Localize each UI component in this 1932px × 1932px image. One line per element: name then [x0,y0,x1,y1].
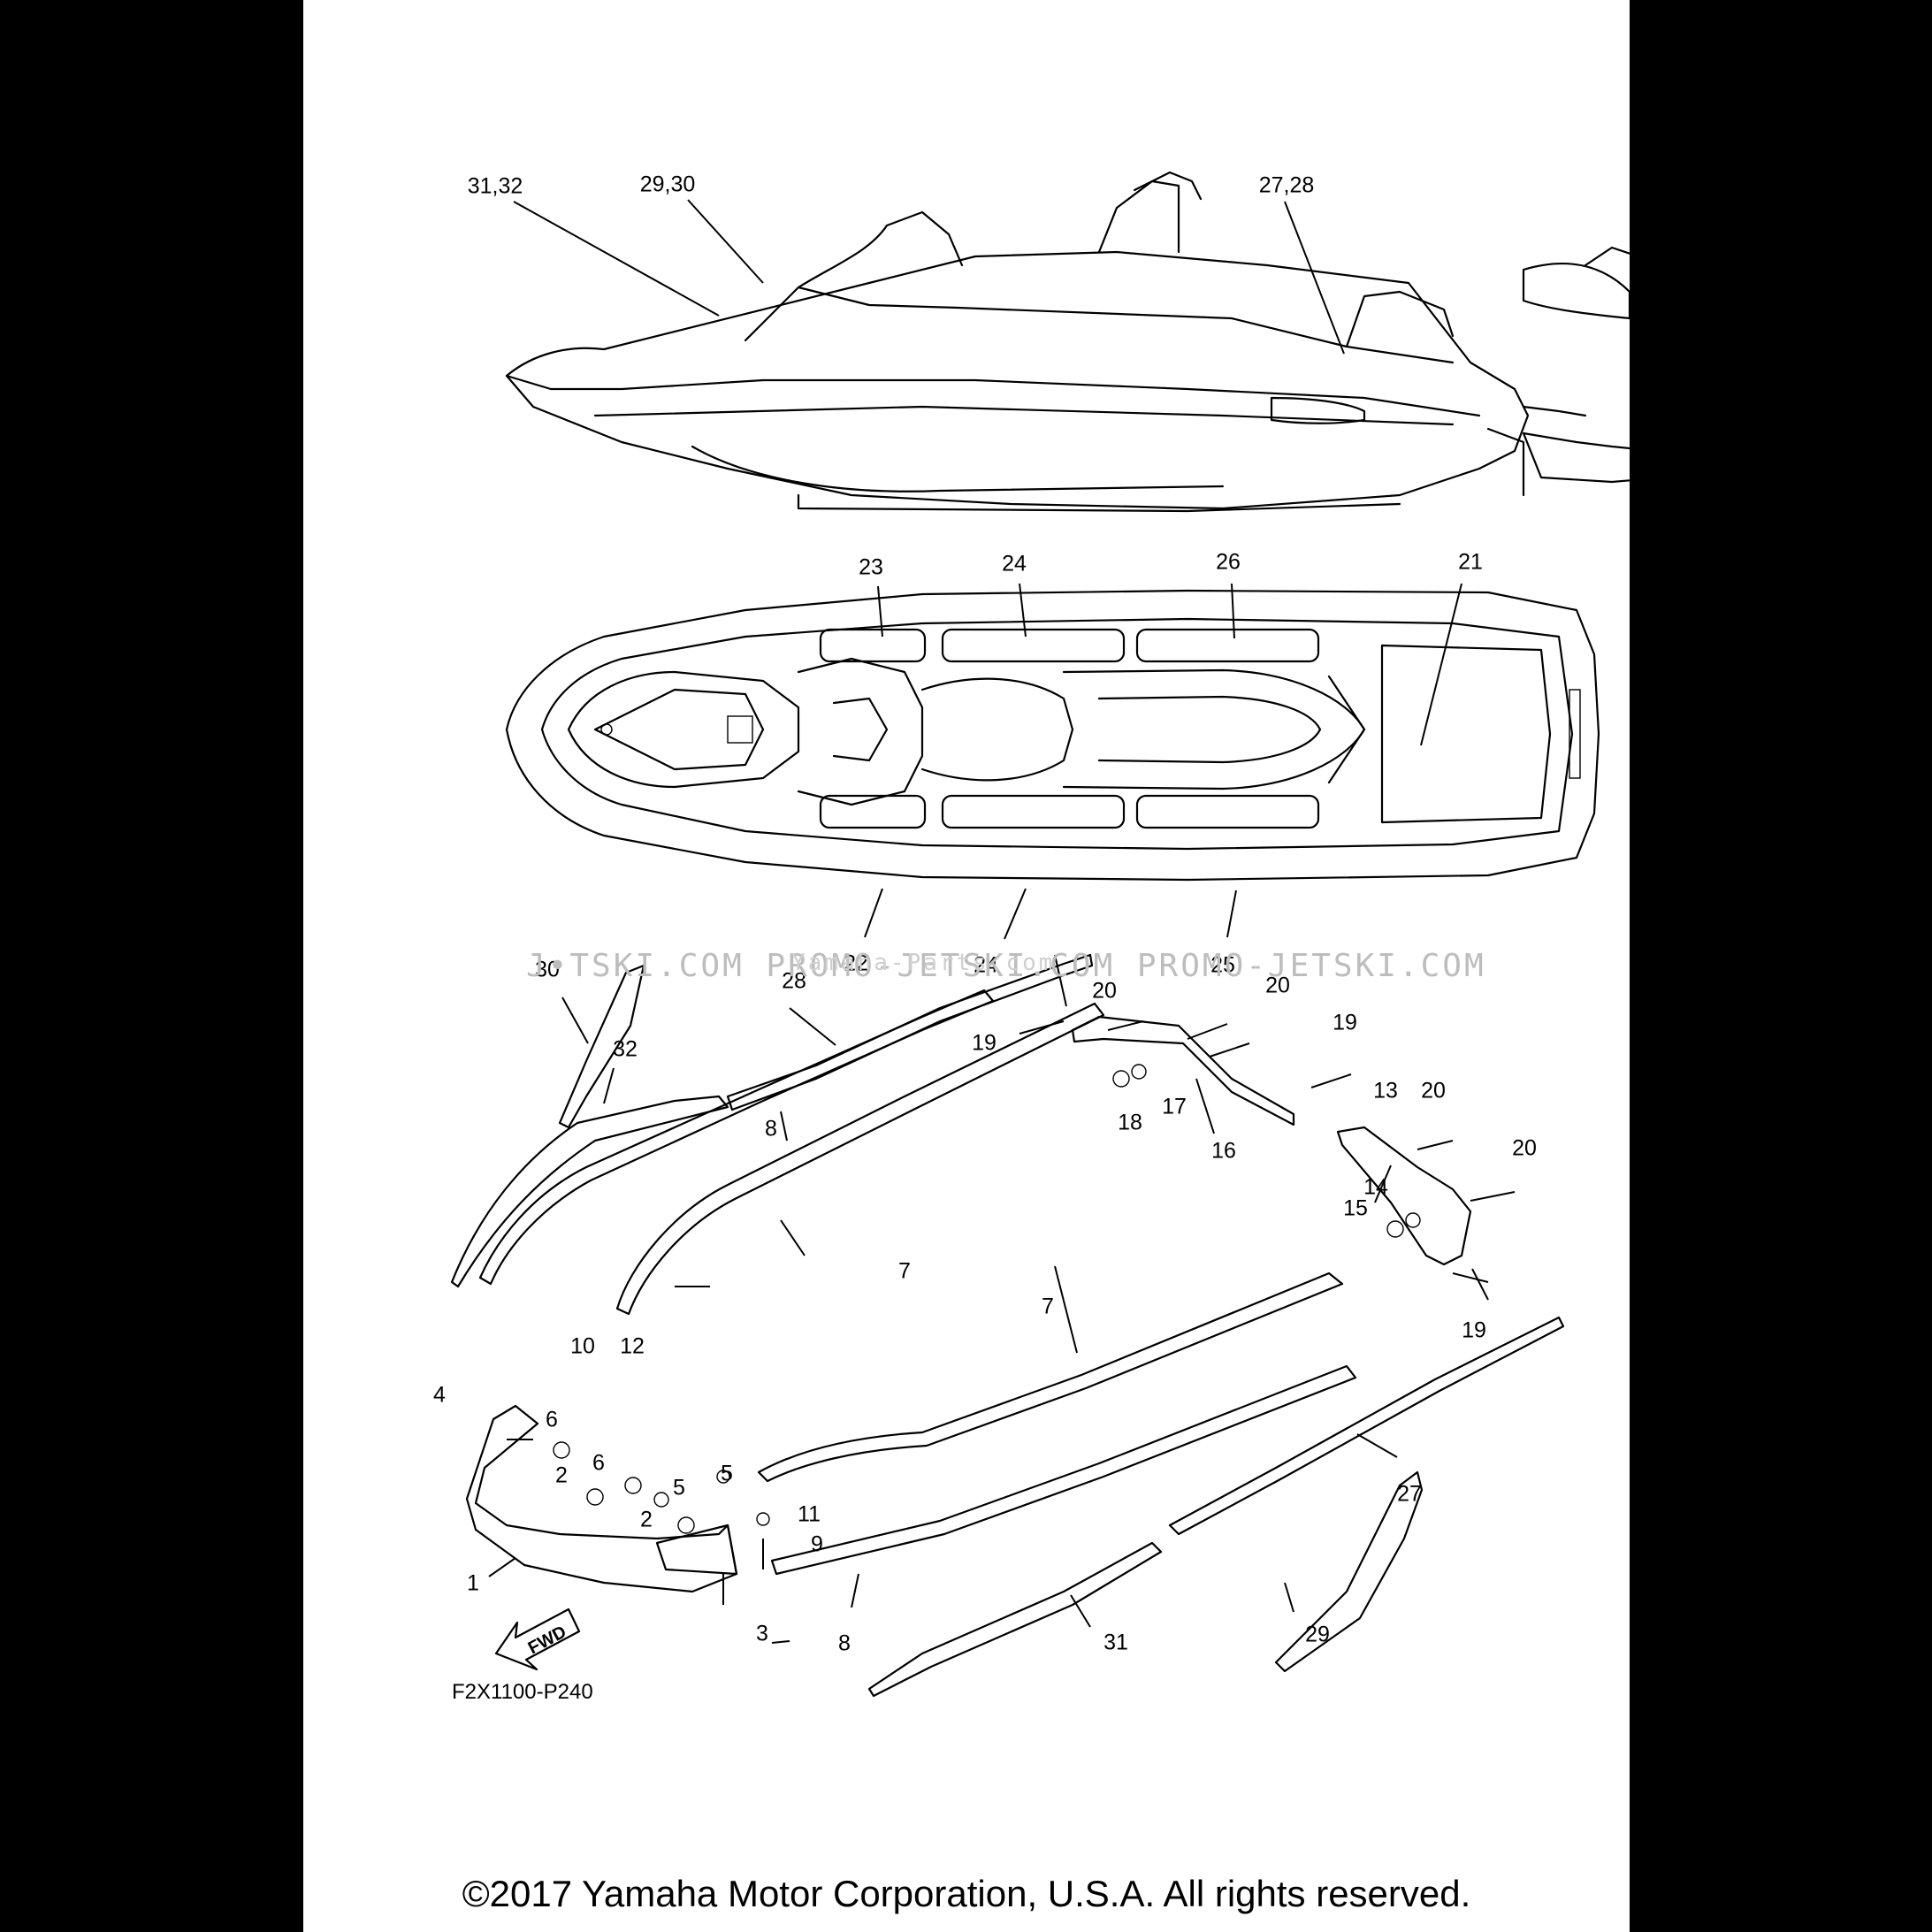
callout-6-b: 6 [592,1450,605,1476]
callout-5-a: 5 [673,1475,685,1501]
leader-lines [488,199,1489,1644]
callout-13: 13 [1373,1078,1398,1103]
callout-25: 25 [1210,952,1235,978]
callout-1: 1 [467,1570,479,1596]
part-7-upper [615,1002,1105,1316]
parts-diagram-sheet: 31,32 29,30 27,28 23 24 26 21 22 24 25 3… [303,0,1630,1932]
callout-17: 17 [1162,1094,1187,1119]
mat-25 [1135,794,1320,829]
mat-22 [819,794,927,829]
callout-28: 28 [782,968,806,994]
callout-32: 32 [613,1036,638,1062]
callout-21: 21 [1458,549,1483,575]
callout-19-b: 19 [1333,1010,1357,1035]
callout-23: 23 [859,554,883,580]
callout-9: 9 [811,1531,823,1557]
callout-27-28: 27,28 [1258,172,1315,198]
callout-7-lower: 7 [1042,1294,1054,1319]
callout-18: 18 [1118,1110,1142,1135]
part-1-bumper [465,1404,738,1593]
callout-16: 16 [1211,1138,1236,1164]
copyright-notice: ©2017 Yamaha Motor Corporation, U.S.A. A… [462,1873,1471,1914]
part-32-decal [450,1095,729,1288]
callout-20-b: 20 [1265,973,1290,998]
part-27-decal [1168,1316,1565,1536]
top-view-hull [505,589,1600,882]
callout-26: 26 [1216,549,1241,575]
mat-23 [819,628,927,663]
callout-15: 15 [1343,1195,1368,1221]
callout-22: 22 [844,951,868,976]
line-art [450,171,1630,1698]
part-29-decal [1274,1470,1424,1673]
callout-19-a: 19 [972,1030,997,1056]
part-30-decal [558,964,645,1129]
part-13-bracket [1336,1126,1472,1266]
part-16-bracket [1071,1015,1295,1126]
callout-31-32: 31,32 [467,173,523,199]
part-7-lower [757,1271,1344,1483]
mat-24-bottom [941,794,1126,829]
callout-29-30: 29,30 [639,172,696,197]
callout-20-d: 20 [1512,1135,1537,1161]
callout-31: 31 [1103,1630,1128,1655]
watermark-faint: Yamaha-Parts.com [791,950,1056,976]
callout-24-top: 24 [1002,551,1027,577]
part-8-lower [770,1364,1357,1576]
part-8-upper [478,989,995,1286]
callout-29: 29 [1305,1622,1330,1647]
callout-12: 12 [620,1333,645,1359]
callout-10: 10 [570,1333,595,1359]
mat-26 [1135,628,1320,663]
diagram-code: F2X1100-P240 [452,1680,593,1704]
callout-6-a: 6 [546,1407,558,1432]
callout-2-b: 2 [640,1507,653,1532]
callout-11: 11 [798,1501,821,1527]
callout-8-lower: 8 [838,1630,851,1656]
exploded-parts [450,953,1565,1698]
callout-30: 30 [535,957,560,982]
callout-8-upper: 8 [765,1116,777,1142]
callout-20-c: 20 [1421,1078,1446,1103]
callout-2-a: 2 [555,1462,568,1488]
callout-27: 27 [1397,1481,1422,1507]
callout-4: 4 [433,1382,446,1408]
callout-14: 14 [1363,1174,1388,1200]
mat-24-top [941,628,1126,663]
part-31-decal [867,1541,1163,1698]
side-view-hull [505,171,1630,513]
callout-24-bottom: 24 [974,952,998,978]
callout-20-a: 20 [1092,978,1117,1004]
watermark: J•TSKI.COM PROMO-JETSKI.COM PROMO-JETSKI… [526,948,1486,984]
callout-3: 3 [756,1621,768,1646]
callout-5-b: 5 [721,1461,733,1486]
callout-19-c: 19 [1462,1317,1486,1343]
fwd-arrow [494,1607,581,1671]
callout-7-upper: 7 [898,1258,911,1284]
